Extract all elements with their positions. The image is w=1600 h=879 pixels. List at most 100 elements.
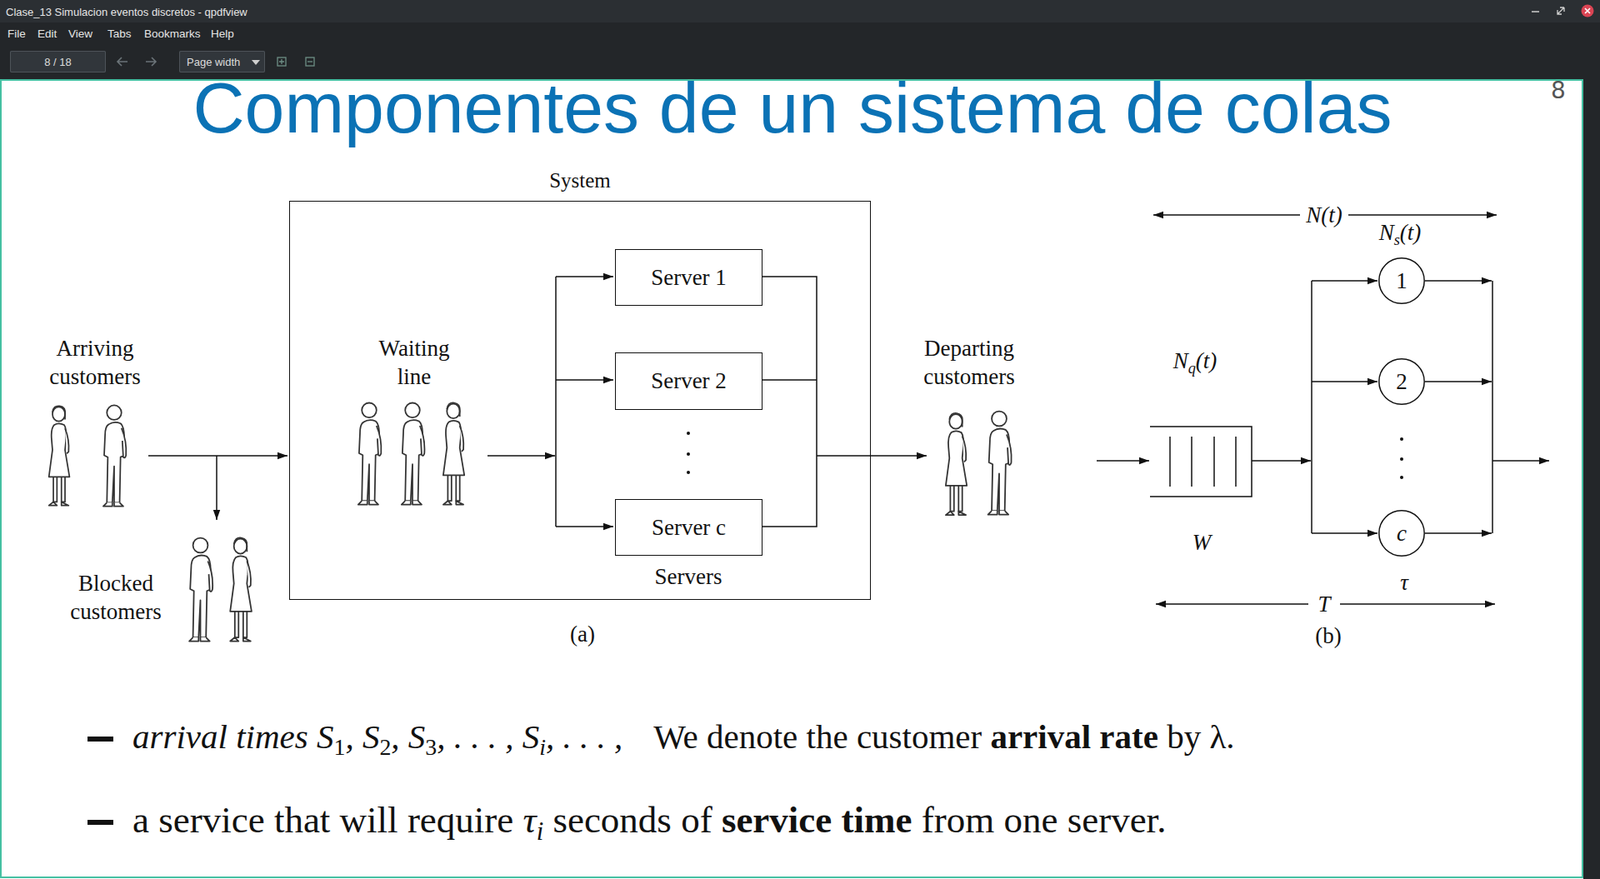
- part-label: Servers: [655, 564, 723, 590]
- queue-model-wires: [1311, 280, 1378, 282]
- ellipsis-dots: [1400, 437, 1404, 441]
- figure-tag: (b): [1315, 623, 1341, 649]
- server-label: Server 2: [650, 368, 727, 395]
- menu-item: Tabs: [107, 27, 132, 40]
- queue-model-wires: [1310, 280, 1313, 534]
- system-wires: [555, 379, 614, 381]
- queue-model-wires: [1213, 436, 1215, 487]
- window-chrome: [307, 60, 313, 62]
- part-label: Departing customers: [923, 335, 1015, 390]
- people: [189, 538, 213, 642]
- queue-model-wires: [1150, 426, 1252, 497]
- part-label: Waiting line: [368, 334, 460, 391]
- system-wires: [555, 525, 614, 528]
- queue-model-wires: [1425, 380, 1492, 383]
- menu-item: Edit: [37, 27, 57, 40]
- menu-item: Help: [210, 27, 235, 40]
- bullet-text: We denote the customer: [653, 717, 982, 756]
- math-symbol: W: [1192, 530, 1212, 555]
- math-symbol: N: [1173, 348, 1189, 374]
- system-wires: [761, 379, 817, 381]
- bullet-text: arrival times S1, S2, S3, . . . , Si, . …: [132, 716, 1235, 761]
- part-label: Servers: [655, 562, 723, 591]
- queue-model-wires: [1492, 460, 1550, 462]
- window-chrome: [279, 59, 285, 65]
- bullet-text: 3: [425, 735, 437, 761]
- menu-item: File: [7, 27, 26, 40]
- people: [230, 537, 252, 641]
- window-chrome: [305, 57, 315, 66]
- queue-model-wires: [1425, 280, 1492, 282]
- math-symbol: (t): [1400, 220, 1421, 245]
- menu-item: Bookmarks: [144, 27, 201, 40]
- bullet-text: service time: [721, 799, 913, 841]
- menu-item: View: [68, 27, 93, 40]
- math-symbol: T: [1317, 590, 1330, 619]
- window-chrome: [251, 60, 260, 65]
- people: [358, 403, 382, 505]
- math-symbol: W: [1192, 528, 1212, 557]
- people: [988, 411, 1012, 515]
- math-symbol: τ: [1400, 568, 1409, 597]
- system-wires: [148, 455, 288, 457]
- queue-model-wires: [1153, 214, 1300, 216]
- page-number: 8: [1550, 76, 1566, 105]
- people: [443, 402, 465, 505]
- bullet-text: , S: [390, 717, 425, 756]
- figure-tag: (a): [570, 621, 595, 647]
- server-label: Server 1: [650, 265, 727, 291]
- math-symbol: N(t): [1305, 202, 1343, 228]
- math-symbol: q: [1188, 359, 1196, 376]
- queue-model-wires: [1251, 460, 1311, 462]
- server-circle: 2: [1378, 358, 1425, 405]
- ellipsis-dots: [686, 452, 690, 456]
- server-number: c: [1396, 520, 1407, 547]
- system-heading: System: [290, 169, 870, 193]
- window-chrome: [1557, 7, 1565, 15]
- part-label: Arriving customers: [32, 334, 158, 391]
- server-circle: 1: [1378, 257, 1425, 305]
- combo-text: Page width: [186, 55, 240, 69]
- queue-model-wires: [1190, 436, 1193, 487]
- bullet-text: arrival times S: [132, 717, 334, 756]
- bullet-text: i: [536, 817, 545, 846]
- server-box: Server 2: [615, 352, 763, 410]
- part-label: Blocked customers: [70, 570, 161, 625]
- menu-item: Bookmarks: [144, 27, 201, 40]
- window-chrome: [10, 50, 106, 73]
- menu-item: Edit: [37, 27, 57, 40]
- bullet-text: by λ.: [1166, 717, 1235, 756]
- zoom-combo: Page width: [179, 50, 265, 73]
- server-label: Server c: [651, 515, 726, 541]
- people: [401, 403, 425, 505]
- ellipsis-dots: [1400, 457, 1404, 461]
- window-chrome: [1581, 5, 1595, 18]
- math-symbol: N: [1379, 220, 1395, 245]
- people: [49, 405, 70, 505]
- system-wires: [555, 276, 557, 527]
- system-wires: [816, 455, 927, 457]
- window-chrome: [145, 57, 156, 66]
- bullet-text: i: [539, 735, 546, 761]
- math-symbol: τ: [1400, 570, 1409, 595]
- queue-model-wires: [1348, 214, 1497, 216]
- window-title: Clase_13 Simulacion eventos discretos - …: [5, 5, 248, 19]
- menu-item: File: [7, 27, 26, 40]
- window-chrome: [179, 50, 265, 73]
- bullet-text: seconds of: [552, 799, 712, 841]
- bullet-text: τ: [523, 799, 537, 841]
- queue-model-wires: [1311, 532, 1378, 535]
- bullet-text: 1: [333, 735, 345, 761]
- math-symbol: T: [1317, 591, 1330, 617]
- figure-tag: (b): [1315, 621, 1341, 650]
- queue-model-wires: [1096, 460, 1150, 462]
- part-label: Departing customers: [906, 334, 1032, 391]
- math-symbol: (t): [1195, 348, 1217, 374]
- math-symbol: Ns(t): [1379, 218, 1422, 255]
- window-chrome: [1584, 80, 1600, 879]
- queue-model-wires: [1169, 436, 1171, 487]
- circle-outline: [1379, 510, 1425, 556]
- menu-item: Tabs: [107, 27, 132, 40]
